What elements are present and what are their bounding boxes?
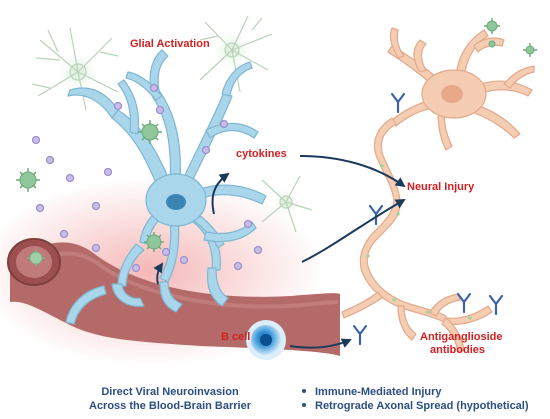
arrow-glial-to-injury bbox=[301, 199, 406, 263]
bullet-dot bbox=[302, 403, 306, 408]
astrocyte-nucleus bbox=[166, 194, 186, 210]
antibodies-label: antibodies bbox=[430, 344, 486, 356]
arrow-astrocyte-to-axon bbox=[211, 172, 230, 215]
myelin-nodes bbox=[366, 164, 472, 320]
caption-line: Across the Blood-Brain Barrier bbox=[89, 400, 251, 412]
neural-injury-label: Neural Injury bbox=[407, 181, 475, 193]
b-cell-icon bbox=[246, 320, 286, 360]
glial-cell-icon bbox=[261, 175, 313, 233]
caption-viral-neuroinvasion: Direct Viral Neuroinvasion Across the Bl… bbox=[70, 385, 270, 413]
virus-icon bbox=[27, 249, 45, 267]
caption-mechanisms-list: Immune-Mediated Injury Retrograde Axonal… bbox=[300, 385, 529, 413]
list-item-text: Immune-Mediated Injury bbox=[315, 386, 442, 398]
list-item: Retrograde Axonal Spread (hypothetical) bbox=[300, 399, 529, 413]
glial-cell-icon bbox=[199, 15, 273, 93]
antiganglioside-label: Antiganglioside bbox=[420, 331, 503, 343]
cytokine-icon bbox=[31, 83, 263, 273]
glial-activation-label: Glial Activation bbox=[130, 38, 210, 50]
arrow-bcell-to-antibodies bbox=[289, 338, 352, 349]
virus-icon bbox=[138, 120, 162, 144]
arrows bbox=[153, 155, 406, 349]
glial-cell-icon bbox=[31, 27, 119, 111]
astrocyte bbox=[65, 49, 267, 325]
list-item-text: Retrograde Axonal Spread (hypothetical) bbox=[315, 400, 529, 412]
list-item: Immune-Mediated Injury bbox=[300, 385, 529, 399]
caption-line: Direct Viral Neuroinvasion bbox=[101, 386, 239, 398]
arrow-vessel-up bbox=[153, 262, 164, 285]
arrow-cytokines-to-injury bbox=[299, 155, 406, 188]
b-cell-label: B cell bbox=[221, 331, 251, 343]
bullet-dot bbox=[302, 389, 306, 394]
virus-icon bbox=[484, 18, 537, 57]
virus-icon bbox=[16, 168, 40, 192]
antibody-icon bbox=[352, 92, 504, 346]
virus-icon bbox=[144, 232, 164, 252]
neuron-nucleus bbox=[441, 85, 463, 103]
cytokines-label: cytokines bbox=[236, 148, 287, 160]
